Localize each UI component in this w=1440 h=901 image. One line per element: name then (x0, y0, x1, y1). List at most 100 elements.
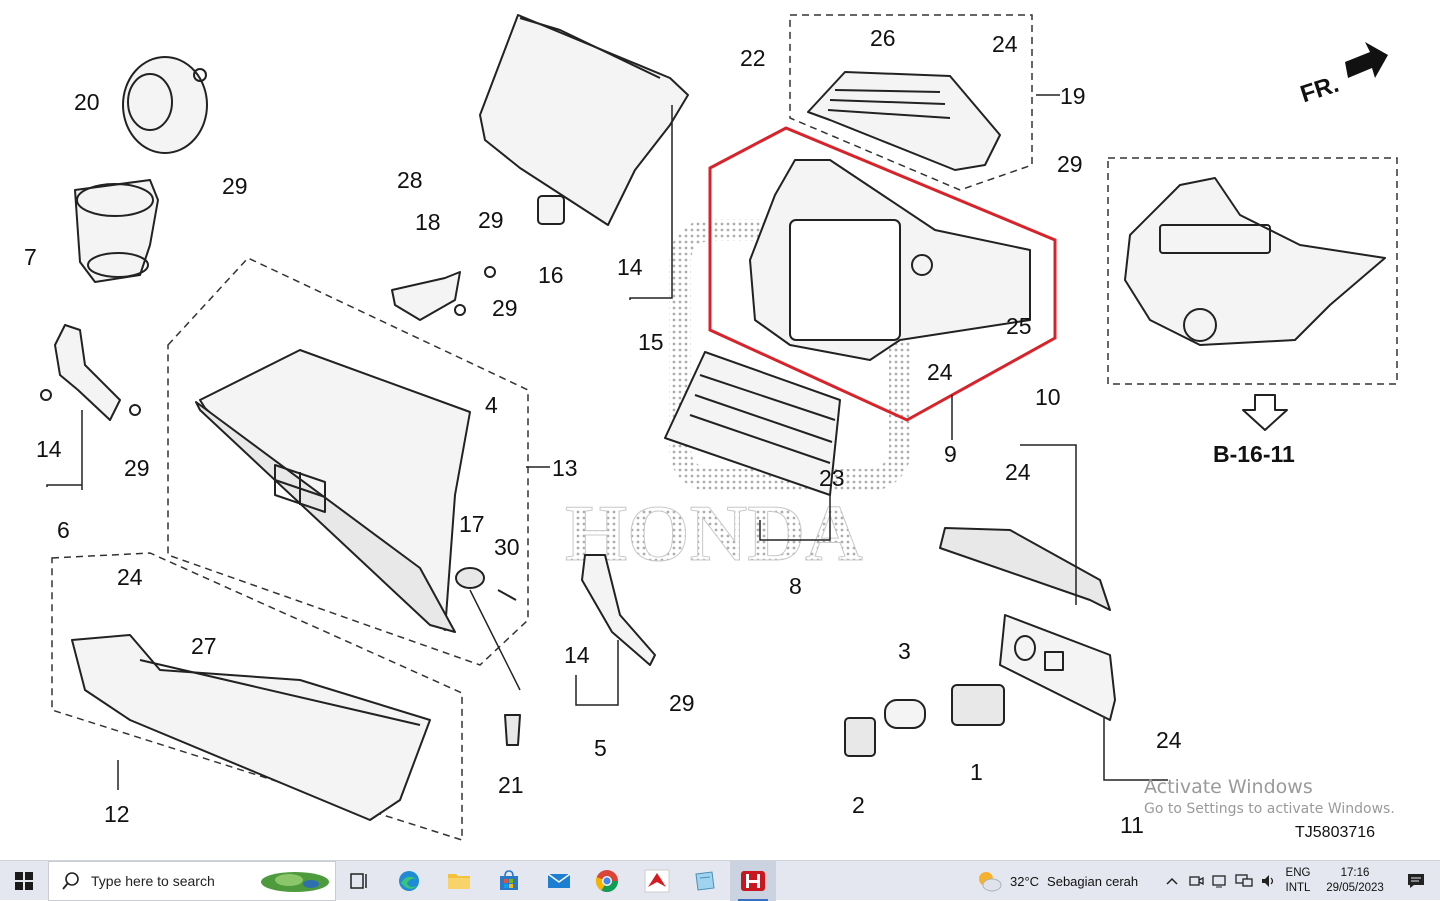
part-9-center-panel (749, 159, 1031, 361)
callout-18: 18 (415, 209, 441, 235)
part-2-socket (844, 717, 876, 757)
notification-center-button[interactable] (1394, 861, 1438, 901)
edge-icon (399, 871, 419, 891)
chevron-up-icon (1166, 877, 1178, 885)
callout-8: 8 (789, 573, 802, 599)
callout-22: 22 (740, 45, 766, 71)
callout-3: 3 (898, 638, 911, 664)
callout-29e: 29 (1057, 151, 1083, 177)
callout-10: 10 (1035, 384, 1061, 410)
part-7-cupholder (74, 179, 159, 283)
honda-logo-icon (644, 869, 670, 893)
highlight-outline (708, 126, 1057, 422)
callout-12: 12 (104, 801, 130, 827)
part-18-latch (391, 266, 496, 321)
part-17-latch (455, 567, 485, 589)
part-12-lower-cover (71, 634, 431, 821)
tray-clock[interactable]: 17:16 29/05/2023 (1318, 861, 1392, 901)
language-line2: INTL (1285, 882, 1311, 894)
honda-h-icon (741, 871, 765, 891)
search-icon (62, 872, 79, 890)
callout-4: 4 (485, 392, 498, 418)
callout-20: 20 (74, 89, 100, 115)
taskbar-edge[interactable] (386, 861, 432, 901)
part-15-glovebox-upper (479, 14, 689, 226)
callout-30: 30 (494, 534, 520, 560)
taskbar-notes[interactable] (682, 861, 728, 901)
audio-dashed-group (1107, 157, 1398, 385)
tray-network[interactable] (1232, 861, 1256, 901)
part-3-socket (884, 699, 926, 729)
speaker-icon (1262, 875, 1274, 887)
part-21-clip (504, 714, 521, 746)
weather-widget[interactable]: 32°C Sebagian cerah (976, 861, 1152, 901)
callout-24c: 24 (1005, 459, 1031, 485)
callout-21: 21 (498, 772, 524, 798)
part-20-knob (122, 56, 208, 154)
callout-24e: 24 (1156, 727, 1182, 753)
search-highlight-icon (261, 872, 329, 892)
callout-23: 23 (819, 465, 845, 491)
taskbar-chrome[interactable] (584, 861, 630, 901)
callout-29f: 29 (669, 690, 695, 716)
watermark-brand-text: HONDA (565, 490, 863, 578)
callout-27: 27 (191, 633, 217, 659)
part-19-vent (807, 71, 1001, 171)
part-13-glovebox (195, 349, 471, 633)
callout-15: 15 (638, 329, 664, 355)
callout-1: 1 (970, 759, 983, 785)
reference-label: B-16-11 (1213, 441, 1295, 467)
chrome-icon (595, 870, 618, 892)
taskbar-search[interactable]: Type here to search (48, 861, 336, 901)
mail-icon (547, 873, 571, 888)
callout-26: 26 (870, 25, 896, 51)
part-16-damper (537, 195, 565, 225)
device-icon (1212, 875, 1226, 888)
taskbar-file-explorer[interactable] (436, 861, 482, 901)
store-icon (500, 870, 518, 890)
part-1-switch (951, 684, 1005, 726)
audio-unit (1124, 177, 1386, 346)
taskbar-honda-app[interactable] (634, 861, 680, 901)
callout-29a: 29 (222, 173, 248, 199)
taskbar-honda-epc[interactable] (730, 861, 776, 901)
callout-9: 9 (944, 441, 957, 467)
reference-arrow-icon (1242, 394, 1288, 431)
callout-24a: 24 (992, 31, 1018, 57)
callout-29d: 29 (492, 295, 518, 321)
callout-29b: 29 (124, 455, 150, 481)
callout-29c: 29 (478, 207, 504, 233)
activation-title: Activate Windows (1144, 776, 1313, 798)
callout-25: 25 (1006, 313, 1032, 339)
callout-6: 6 (57, 517, 70, 543)
camera-icon (1189, 876, 1204, 886)
taskbar-store[interactable] (486, 861, 532, 901)
taskbar-mail[interactable] (536, 861, 582, 901)
task-view-icon (350, 873, 367, 889)
callout-14b: 14 (617, 254, 643, 280)
tray-network-status[interactable] (1208, 861, 1230, 901)
part-6-bracket (40, 324, 141, 421)
callout-24d: 24 (117, 564, 143, 590)
language-line1: ENG (1285, 867, 1311, 879)
callout-14a: 14 (36, 436, 62, 462)
callout-2: 2 (852, 792, 865, 818)
front-label: FR. (1297, 71, 1342, 109)
notes-icon (695, 871, 715, 891)
part-30-spring (497, 589, 517, 601)
clock-time: 17:16 (1340, 867, 1370, 879)
front-direction-arrow-icon (1345, 42, 1388, 78)
callout-5: 5 (594, 735, 607, 761)
part-5-bracket (581, 554, 656, 666)
taskbar-task-view[interactable] (336, 861, 382, 901)
tray-overflow-button[interactable] (1160, 861, 1184, 901)
start-button[interactable] (0, 861, 48, 901)
tray-language[interactable]: ENG INTL (1280, 861, 1316, 901)
callout-7: 7 (24, 244, 37, 270)
tray-volume[interactable] (1257, 861, 1279, 901)
activation-subtitle: Go to Settings to activate Windows. (1144, 801, 1395, 817)
clock-date: 29/05/2023 (1326, 882, 1384, 894)
tray-meet-now[interactable] (1185, 861, 1207, 901)
callout-11: 11 (1120, 812, 1144, 838)
